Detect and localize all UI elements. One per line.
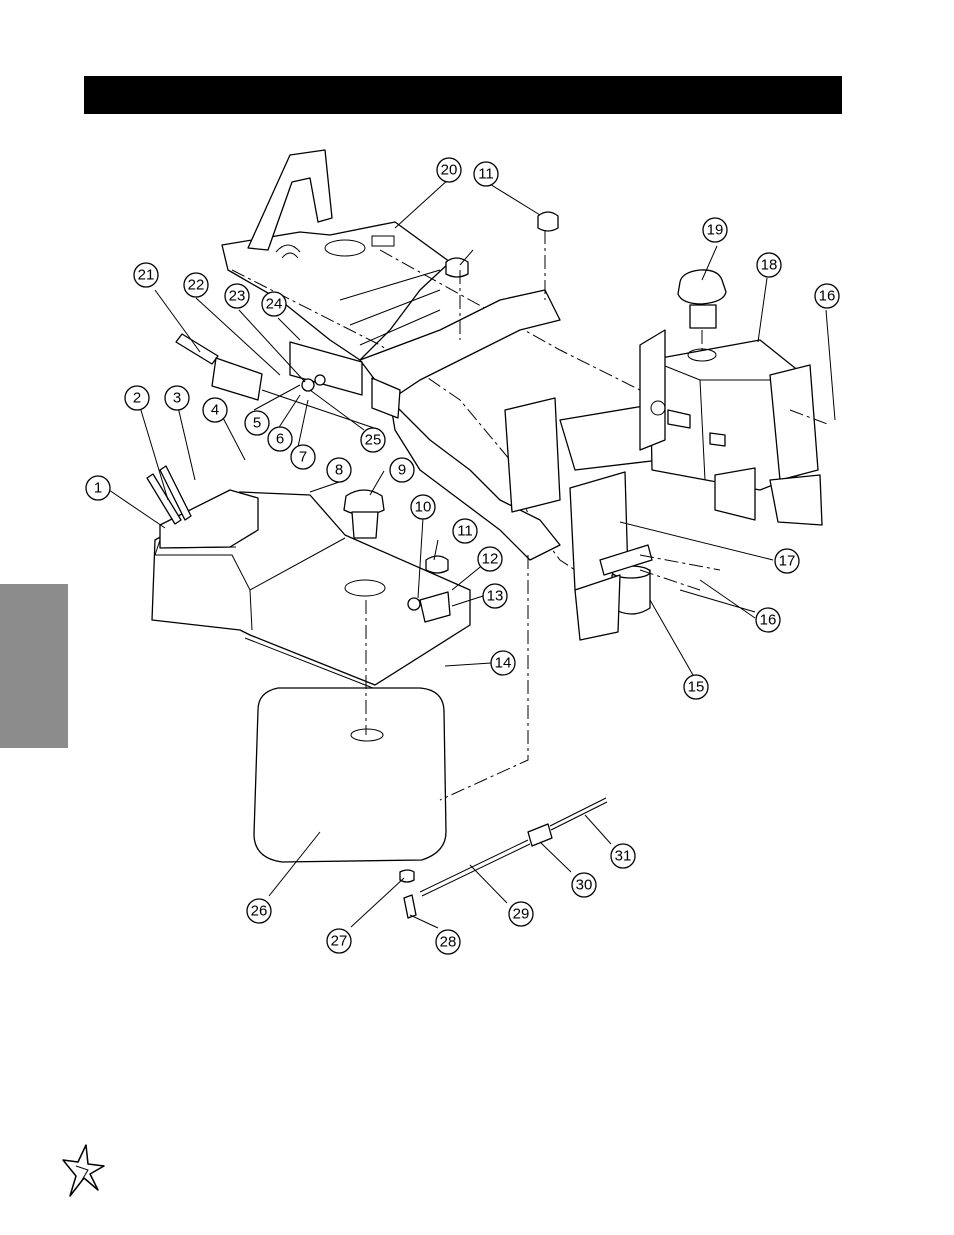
alignment-lines [365, 230, 831, 801]
callout-15: 15 [683, 674, 709, 700]
callout-2: 2 [124, 385, 150, 411]
callout-label: 14 [495, 655, 512, 672]
callout-5: 5 [244, 410, 270, 436]
callout-30: 30 [571, 872, 597, 898]
star-logo-icon [62, 1144, 105, 1197]
callout-11a: 11 [452, 518, 478, 544]
callout-28: 28 [435, 929, 461, 955]
callout-label: 7 [299, 449, 307, 466]
callout-14: 14 [490, 650, 516, 676]
callout-8: 8 [326, 457, 352, 483]
part-13-bracket [407, 591, 451, 623]
callout-label: 6 [276, 431, 284, 448]
callout-label: 18 [761, 257, 778, 274]
callout-label: 27 [331, 933, 348, 950]
callout-1: 1 [85, 475, 111, 501]
callout-label: 2 [133, 390, 141, 407]
callout-label: 10 [415, 499, 432, 516]
callout-label: 20 [441, 162, 458, 179]
callout-label: 28 [440, 934, 457, 951]
callout-label: 1 [94, 480, 102, 497]
callout-label: 29 [513, 906, 530, 923]
callout-label: 11 [457, 523, 473, 540]
callout-17: 17 [774, 548, 800, 574]
part-8-console [151, 489, 471, 691]
part-9-fuelcap [343, 489, 385, 539]
callout-3: 3 [164, 385, 190, 411]
callout-20: 20 [436, 157, 462, 183]
callout-label: 17 [779, 553, 796, 570]
part-20-frame [221, 149, 451, 361]
callout-label: 31 [615, 848, 632, 865]
frame-arms [231, 249, 661, 601]
part-26-fuel-tank [253, 687, 447, 863]
callout-label: 30 [576, 877, 593, 894]
callout-16b: 16 [755, 607, 781, 633]
callout-6: 6 [267, 426, 293, 452]
callout-label: 12 [482, 551, 499, 568]
callout-label: 19 [707, 222, 724, 239]
callout-18: 18 [756, 252, 782, 278]
callout-16a: 16 [814, 283, 840, 309]
callout-23: 23 [224, 283, 250, 309]
callout-7: 7 [290, 444, 316, 470]
header-bar [84, 76, 842, 114]
callout-13: 13 [482, 583, 508, 609]
callout-label: 15 [688, 679, 705, 696]
callout-label: 24 [266, 296, 283, 313]
callout-label: 13 [487, 588, 504, 605]
side-tab [0, 584, 68, 748]
throttle-linkage [175, 333, 401, 431]
callout-label: 9 [398, 462, 406, 479]
callout-label: 3 [173, 390, 181, 407]
callout-label: 16 [819, 288, 836, 305]
part-18-reservoir [639, 329, 823, 526]
callout-24: 24 [261, 291, 287, 317]
callout-11b: 11 [473, 161, 499, 187]
callout-29: 29 [508, 901, 534, 927]
callout-label: 25 [365, 432, 382, 449]
callout-27: 27 [326, 928, 352, 954]
callout-label: 4 [211, 402, 219, 419]
part-15-filter [574, 544, 653, 641]
leader-lines [108, 177, 836, 929]
callout-label: 11 [478, 166, 494, 183]
callout-19: 19 [702, 217, 728, 243]
callout-label: 22 [188, 277, 205, 294]
callout-26: 26 [246, 898, 272, 924]
callout-label: 21 [138, 267, 155, 284]
callout-12: 12 [477, 546, 503, 572]
callout-25: 25 [360, 427, 386, 453]
callout-label: 5 [253, 415, 261, 432]
callout-4: 4 [202, 397, 228, 423]
callout-10: 10 [410, 494, 436, 520]
part-19-cap [677, 269, 727, 329]
callout-label: 26 [251, 903, 268, 920]
callout-9: 9 [389, 457, 415, 483]
callout-22: 22 [183, 272, 209, 298]
part-2-levers [146, 465, 192, 525]
part-11-knob [425, 211, 559, 574]
callout-21: 21 [133, 262, 159, 288]
callout-label: 23 [229, 288, 246, 305]
callout-31: 31 [610, 843, 636, 869]
callout-label: 16 [760, 612, 777, 629]
callout-label: 8 [335, 462, 343, 479]
